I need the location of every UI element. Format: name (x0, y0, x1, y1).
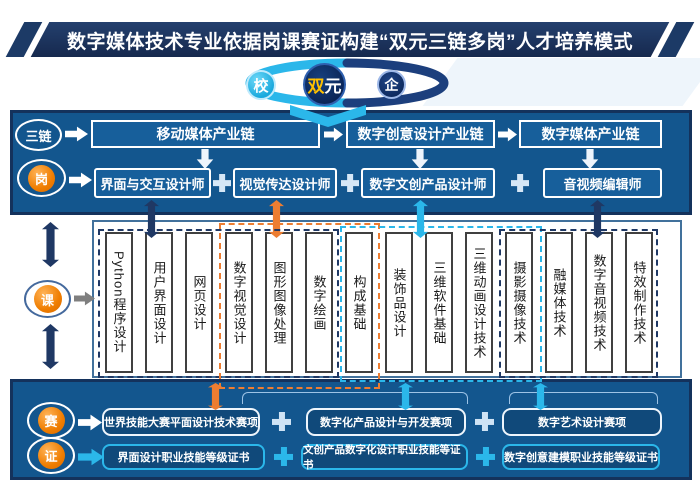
competition-box: 数字艺术设计赛项 (502, 408, 662, 436)
competition-box: 数字化产品设计与开发赛项 (306, 408, 466, 436)
dual-element-circle: 双 元 (303, 63, 346, 106)
competitions-badge: 赛 (27, 402, 75, 439)
course-box: 用户界面设计 (145, 232, 173, 373)
posts-badge: 岗 (17, 159, 66, 197)
course-box: 数字音视频技术 (585, 232, 613, 373)
dual-label-first: 双 (307, 77, 325, 96)
chain-box: 移动媒体产业链 (91, 120, 320, 148)
posts-badge-circle: 岗 (28, 164, 55, 192)
competition-box: 世界技能大赛平面设计技术赛项 (102, 408, 260, 436)
certificate-box: 文创产品数字化设计职业技能等证书 (301, 444, 468, 471)
course-box: 图形图像处理 (265, 232, 293, 373)
course-box: 数字绘画 (305, 232, 333, 373)
school-label: 校 (253, 77, 269, 95)
certificates-badge: 证 (27, 437, 75, 474)
course-box: 摄影摄像技术 (505, 232, 533, 373)
plus-icon (213, 174, 231, 192)
plus-icon (274, 447, 293, 466)
connector-line (509, 392, 658, 404)
chain-box: 数字创意设计产业链 (346, 120, 495, 148)
course-box: 融媒体技术 (545, 232, 573, 373)
plus-icon (341, 174, 359, 192)
course-box: 网页设计 (185, 232, 213, 373)
chain-box: 数字媒体产业链 (519, 120, 662, 148)
certificates-badge-label: 证 (44, 449, 58, 464)
course-box: 数字视觉设计 (225, 232, 253, 373)
dual-label-rest: 元 (324, 77, 342, 96)
page-title: 数字媒体技术专业依据岗课赛证构建“双元三链多岗”人才培养模式 (66, 32, 633, 53)
course-box: 三维软件基础 (425, 232, 453, 373)
courses-badge-label: 课 (40, 292, 54, 308)
certificate-box: 界面设计职业技能等级证书 (102, 444, 265, 470)
chains-badge: 三链 (15, 119, 62, 151)
competitions-badge-label: 赛 (44, 414, 58, 429)
plus-icon (476, 447, 495, 466)
plus-icon (511, 174, 529, 192)
school-circle: 校 (246, 70, 276, 100)
course-box: 装饰品设计 (385, 232, 413, 373)
post-box: 数字文创产品设计师 (361, 168, 495, 198)
courses-badge: 课 (24, 280, 71, 318)
plus-icon (272, 412, 291, 431)
enterprise-label: 企 (384, 76, 399, 93)
background-swoosh (422, 58, 700, 106)
certificate-box: 数字创意建模职业技能等级证书 (502, 444, 660, 470)
chains-badge-label: 三链 (25, 128, 52, 144)
course-box: 三维动画设计技术 (465, 232, 493, 373)
post-box: 音视频编辑师 (543, 168, 662, 198)
certificates-badge-circle: 证 (37, 442, 65, 469)
course-box: 构成基础 (345, 232, 373, 373)
course-box: Python程序设计 (105, 232, 133, 373)
enterprise-circle: 企 (377, 70, 406, 99)
plus-icon (475, 412, 494, 431)
course-box: 特效制作技术 (625, 232, 653, 373)
post-box: 界面与交互设计师 (94, 168, 211, 198)
courses-badge-circle: 课 (33, 285, 62, 313)
competitions-badge-circle: 赛 (37, 407, 65, 434)
post-box: 视觉传达设计师 (233, 168, 337, 198)
connector-line (242, 392, 468, 404)
posts-badge-label: 岗 (34, 171, 48, 187)
